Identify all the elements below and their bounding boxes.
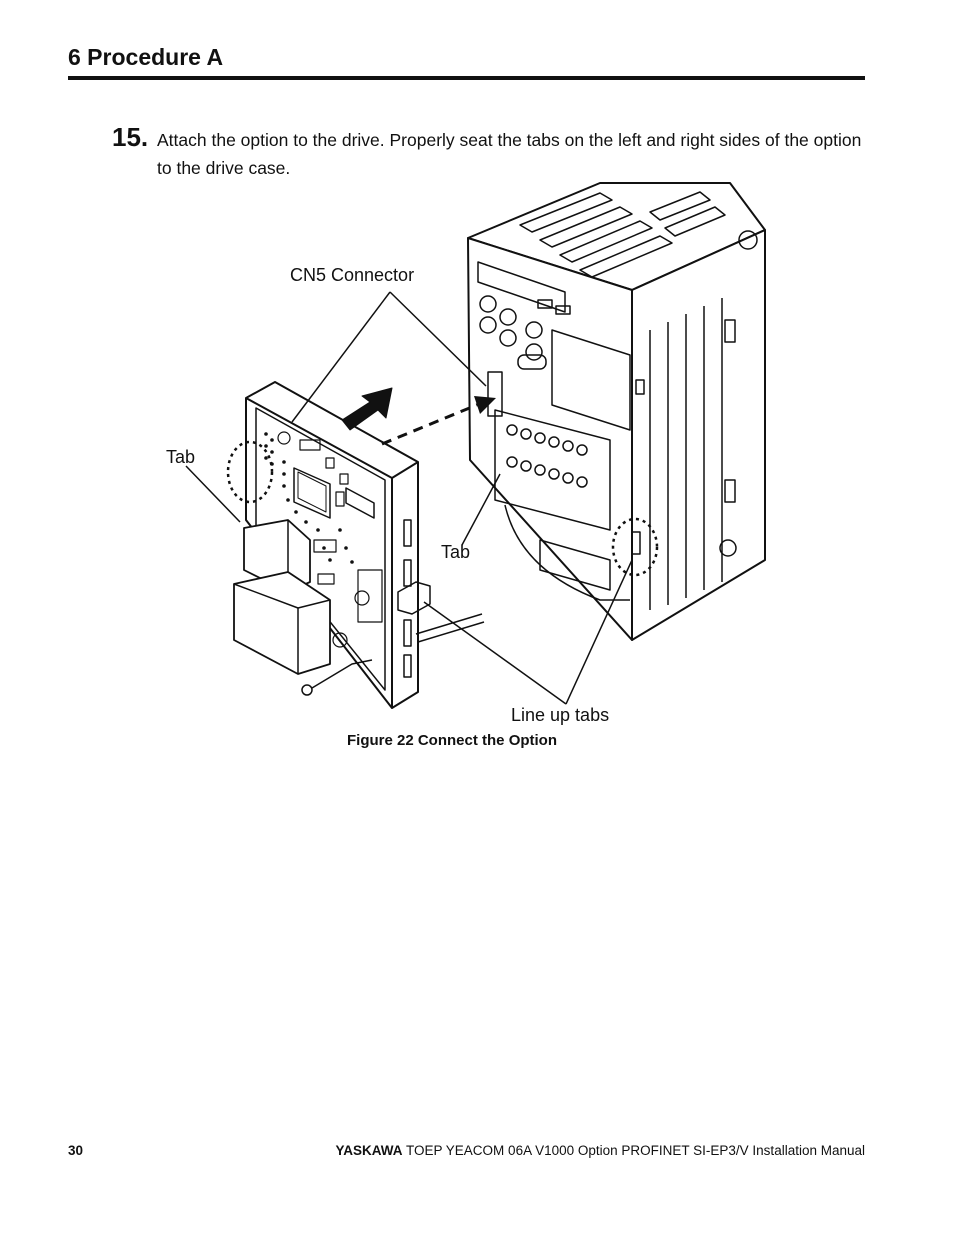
- figure-caption: Figure 22 Connect the Option: [347, 732, 558, 749]
- tab-right-label: Tab: [441, 542, 470, 562]
- cn5-leader-left: [291, 291, 391, 423]
- footer-brand: YASKAWA: [335, 1143, 403, 1158]
- cn5-leader-right: [389, 291, 487, 387]
- insertion-dashed-line: [381, 400, 485, 446]
- step-number: 15.: [112, 122, 149, 152]
- cn5-connector-label: CN5 Connector: [290, 265, 414, 285]
- connect-option-figure: CN5 Connector Tab Tab Line up tabs: [166, 182, 766, 725]
- insert-arrow: [341, 387, 393, 431]
- footer-doc-title: YASKAWA TOEP YEACOM 06A V1000 Option PRO…: [335, 1143, 865, 1158]
- step-text: Attach the option to the drive. Properly…: [157, 130, 862, 178]
- header-rule: [68, 76, 865, 80]
- tab-right-leader: [461, 473, 501, 546]
- drive-unit: [467, 182, 766, 641]
- page-number: 30: [68, 1143, 84, 1158]
- tab-left-label: Tab: [166, 447, 195, 467]
- line-up-leader-right: [565, 559, 633, 705]
- line-up-tabs-label: Line up tabs: [511, 705, 609, 725]
- tab-left-leader: [185, 465, 241, 523]
- option-card: [233, 381, 485, 709]
- left-tab-highlight: [226, 440, 274, 504]
- footer-title: TOEP YEACOM 06A V1000 Option PROFINET SI…: [402, 1143, 865, 1158]
- line-up-leader-left: [423, 601, 567, 705]
- right-tab-highlight: [611, 517, 659, 577]
- section-title: 6 Procedure A: [68, 44, 224, 70]
